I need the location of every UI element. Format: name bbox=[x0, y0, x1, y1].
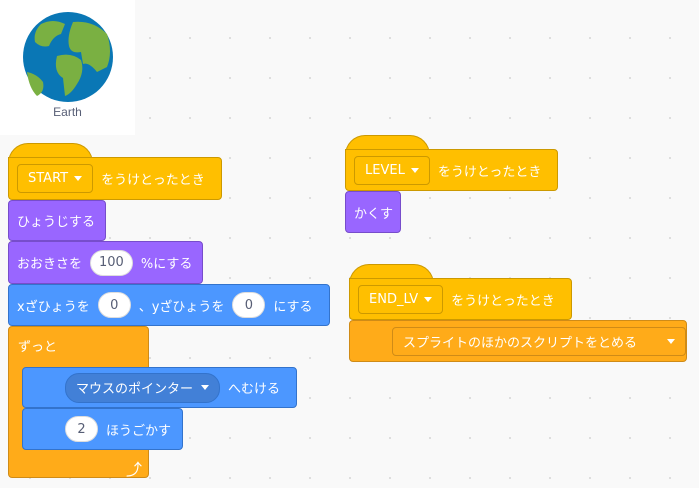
sprite-tile-earth[interactable]: Earth bbox=[0, 0, 135, 135]
message-dropdown[interactable]: START bbox=[17, 164, 94, 193]
block-label: xざひょうを bbox=[17, 299, 90, 315]
when-receive-start-block[interactable]: START をうけとったとき bbox=[8, 157, 222, 200]
hide-block[interactable]: かくす bbox=[345, 191, 401, 233]
target-name: マウスのポインター bbox=[76, 382, 194, 397]
point-towards-block[interactable]: マウスのポインター へむける bbox=[22, 367, 297, 408]
message-dropdown[interactable]: LEVEL bbox=[354, 155, 430, 185]
block-label: にする bbox=[273, 299, 313, 315]
block-label: %にする bbox=[140, 257, 193, 272]
block-label: をうけとったとき bbox=[437, 164, 542, 180]
forever-label: ずっと bbox=[18, 340, 58, 355]
earth-globe-icon bbox=[23, 12, 113, 102]
move-steps-block[interactable]: 2 ほうごかす bbox=[22, 408, 183, 450]
set-size-block[interactable]: おおきさを 100 %にする bbox=[8, 241, 203, 284]
block-label: をうけとったとき bbox=[101, 173, 205, 188]
loop-arrow-icon: ⤴ bbox=[126, 460, 143, 479]
stop-other-scripts-block[interactable]: スプライトのほかのスクリプトをとめる bbox=[349, 320, 687, 362]
dropdown-arrow-icon bbox=[424, 296, 433, 302]
stop-option-dropdown[interactable]: スプライトのほかのスクリプトをとめる bbox=[392, 326, 686, 356]
show-block[interactable]: ひょうじする bbox=[8, 200, 106, 241]
target-dropdown[interactable]: マウスのポインター bbox=[65, 372, 221, 403]
when-receive-end-lv-block[interactable]: END_LV をうけとったとき bbox=[349, 278, 572, 320]
message-dropdown[interactable]: END_LV bbox=[358, 284, 444, 314]
block-label: 、yざひょうを bbox=[138, 299, 225, 315]
message-name: END_LV bbox=[369, 291, 419, 307]
block-label: へむける bbox=[228, 382, 281, 397]
size-input[interactable]: 100 bbox=[90, 249, 133, 276]
sprite-name: Earth bbox=[53, 105, 82, 119]
steps-input[interactable]: 2 bbox=[65, 416, 98, 442]
block-label: ひょうじする bbox=[17, 215, 96, 230]
dropdown-arrow-icon bbox=[74, 176, 83, 181]
block-label: おおきさを bbox=[17, 257, 83, 272]
dropdown-arrow-icon bbox=[667, 338, 675, 344]
dropdown-arrow-icon bbox=[201, 385, 210, 390]
x-input[interactable]: 0 bbox=[97, 292, 131, 318]
go-to-xy-block[interactable]: xざひょうを 0 、yざひょうを 0 にする bbox=[8, 284, 330, 326]
block-label: かくす bbox=[354, 206, 394, 222]
block-label: をうけとったとき bbox=[451, 293, 555, 309]
dropdown-arrow-icon bbox=[410, 167, 419, 173]
stop-option: スプライトのほかのスクリプトをとめる bbox=[403, 335, 638, 351]
message-name: LEVEL bbox=[365, 162, 405, 178]
y-input[interactable]: 0 bbox=[232, 292, 266, 318]
message-name: START bbox=[28, 171, 69, 186]
when-receive-level-block[interactable]: LEVEL をうけとったとき bbox=[345, 149, 558, 191]
block-label: ほうごかす bbox=[106, 423, 172, 439]
